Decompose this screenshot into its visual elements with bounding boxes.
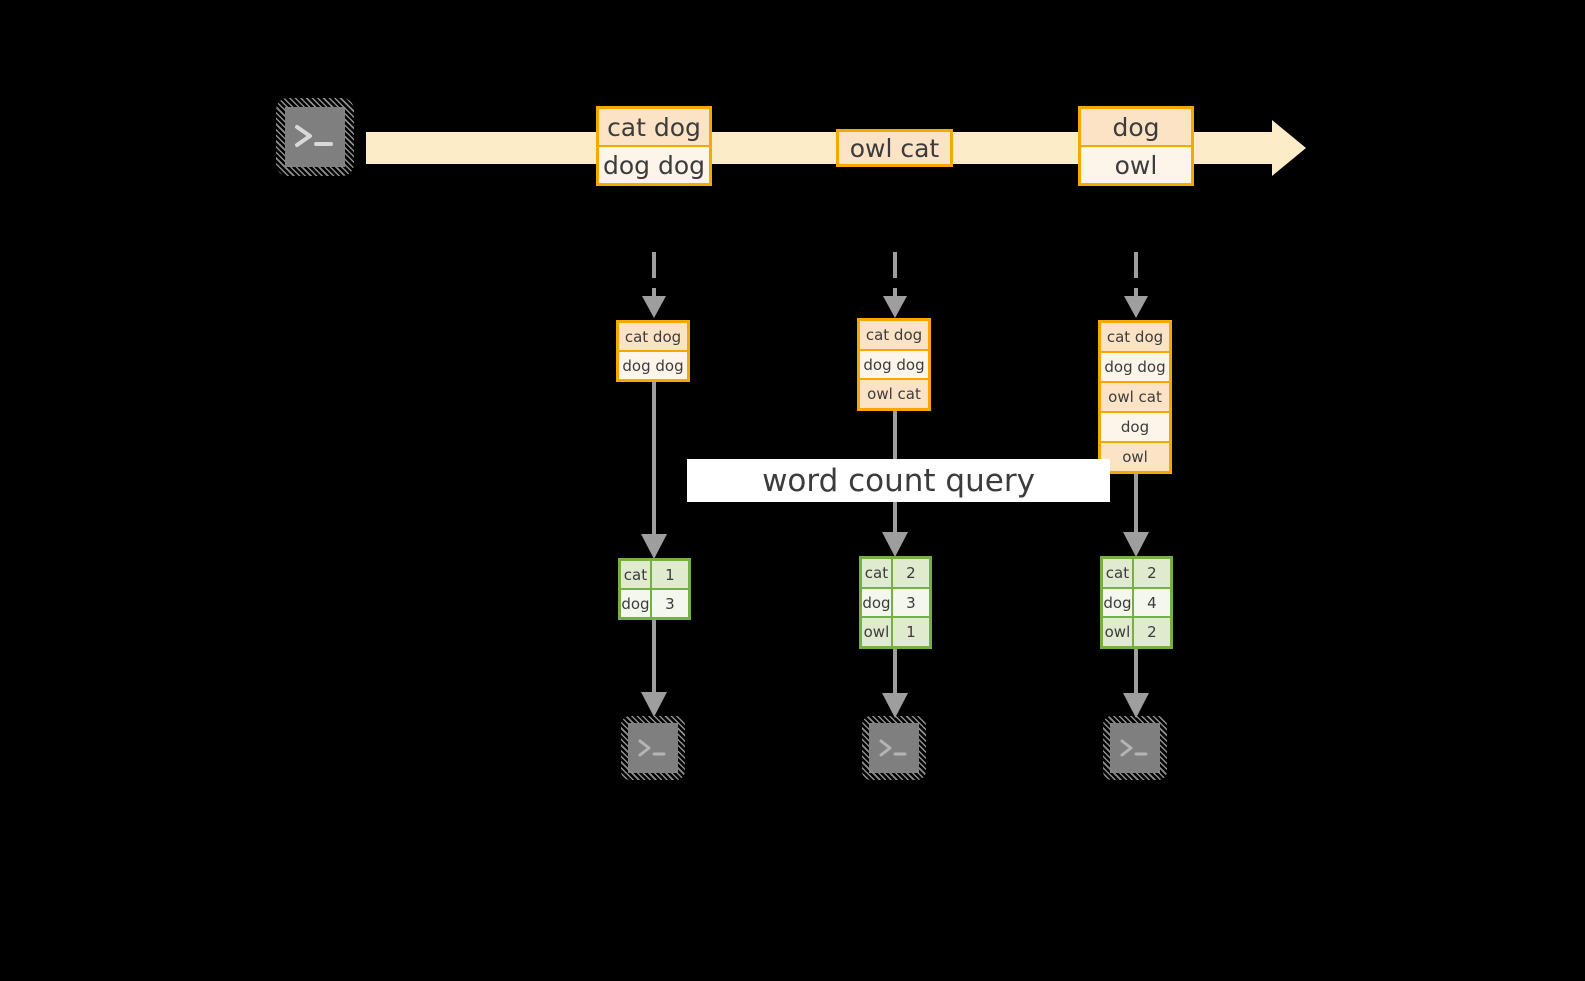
- input-row: dog: [1101, 411, 1169, 441]
- input-row: cat dog: [1101, 323, 1169, 351]
- terminal-body: [628, 723, 678, 773]
- stream-arrowhead: [1272, 120, 1306, 176]
- stream-record-3: dog owl: [1078, 106, 1194, 186]
- input-row: cat dog: [619, 323, 687, 350]
- result-count: 2: [1131, 618, 1170, 647]
- input-row: owl cat: [860, 378, 928, 409]
- input-row: dog dog: [619, 350, 687, 379]
- input-table-t3: cat dog dog dog owl cat dog owl: [1098, 320, 1172, 474]
- input-row: owl cat: [1101, 381, 1169, 411]
- trigger-connector-3: [1118, 252, 1154, 320]
- result-row: dog 4: [1103, 586, 1170, 617]
- result-row: cat 1: [621, 561, 688, 588]
- trigger-connector-2: [877, 252, 913, 320]
- input-row: owl: [1101, 441, 1169, 471]
- sink-connector-2: [877, 649, 913, 719]
- source-terminal: [276, 98, 354, 176]
- input-row: dog dog: [1101, 351, 1169, 381]
- result-row: owl 1: [862, 616, 929, 647]
- stream-record-line: dog: [1081, 109, 1191, 145]
- stream-record-1: cat dog dog dog: [596, 106, 712, 186]
- result-table-t1: cat 1 dog 3: [618, 558, 691, 620]
- result-word: dog: [862, 588, 891, 617]
- stream-record-line: cat dog: [599, 109, 709, 145]
- result-word: owl: [862, 618, 891, 647]
- sink-terminal-t3: [1103, 716, 1167, 780]
- stream-record-line: owl: [1081, 145, 1191, 183]
- result-row: cat 2: [862, 559, 929, 587]
- result-word: owl: [1103, 618, 1132, 647]
- terminal-prompt-icon: [285, 107, 345, 167]
- query-connector-1: [636, 382, 672, 560]
- result-count: 4: [1131, 588, 1170, 617]
- terminal-body: [869, 723, 919, 773]
- result-row: dog 3: [621, 588, 688, 617]
- result-count: 1: [649, 561, 688, 588]
- sink-terminal-t2: [862, 716, 926, 780]
- stream-record-line: owl cat: [839, 132, 950, 164]
- result-word: dog: [1103, 588, 1132, 617]
- input-row: dog dog: [860, 348, 928, 379]
- result-word: cat: [1103, 559, 1132, 587]
- result-row: owl 2: [1103, 616, 1170, 647]
- query-label-text: word count query: [762, 462, 1035, 499]
- sink-connector-1: [636, 620, 672, 718]
- result-table-t2: cat 2 dog 3 owl 1: [859, 556, 932, 649]
- stream-record-2: owl cat: [836, 129, 953, 167]
- terminal-body: [1110, 723, 1160, 773]
- result-count: 2: [890, 559, 929, 587]
- query-connector-3: [1118, 474, 1154, 558]
- result-count: 1: [890, 618, 929, 647]
- result-table-t3: cat 2 dog 4 owl 2: [1100, 556, 1173, 649]
- trigger-connector-1: [636, 252, 672, 320]
- terminal-prompt-icon: [869, 723, 919, 773]
- terminal-prompt-icon: [1110, 723, 1160, 773]
- terminal-prompt-icon: [628, 723, 678, 773]
- result-word: dog: [621, 590, 650, 617]
- result-count: 2: [1131, 559, 1170, 587]
- input-table-t1: cat dog dog dog: [616, 320, 690, 382]
- result-row: cat 2: [1103, 559, 1170, 587]
- input-table-t2: cat dog dog dog owl cat: [857, 318, 931, 411]
- query-label: word count query: [687, 459, 1110, 502]
- result-word: cat: [621, 561, 650, 588]
- result-count: 3: [890, 588, 929, 617]
- result-row: dog 3: [862, 586, 929, 617]
- result-word: cat: [862, 559, 891, 587]
- input-row: cat dog: [860, 321, 928, 349]
- sink-terminal-t1: [621, 716, 685, 780]
- sink-connector-3: [1118, 649, 1154, 719]
- result-count: 3: [649, 590, 688, 617]
- terminal-body: [285, 107, 345, 167]
- stream-record-line: dog dog: [599, 145, 709, 183]
